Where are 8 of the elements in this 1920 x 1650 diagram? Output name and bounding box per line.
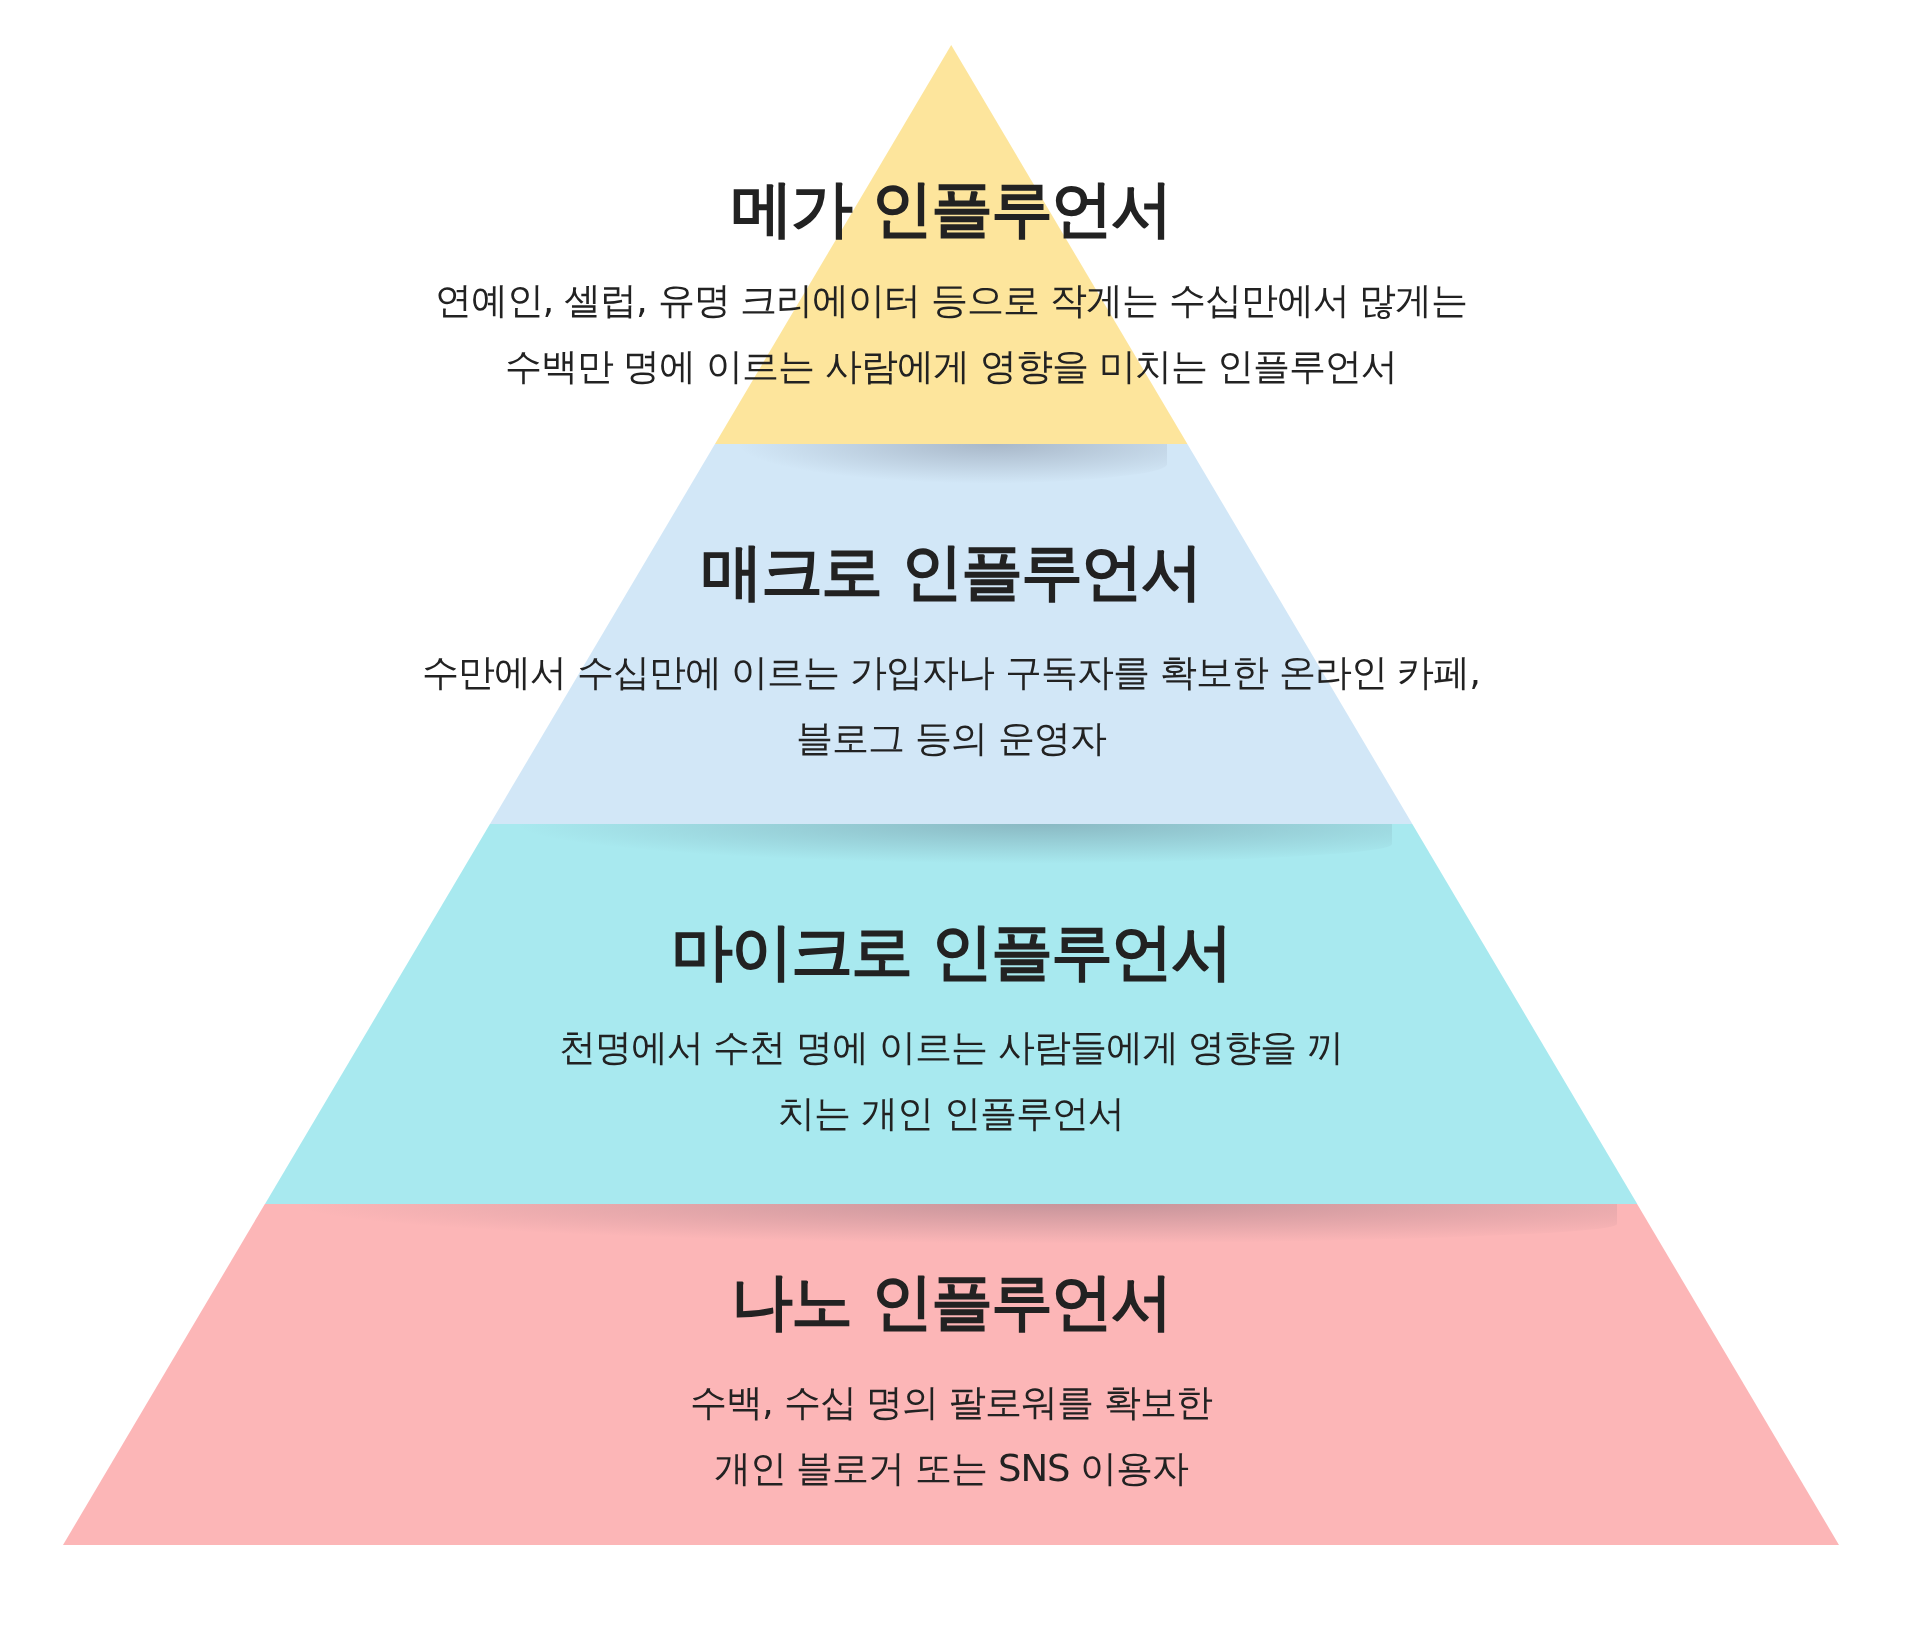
tier-title: 마이크로 인플루언서 bbox=[670, 915, 1232, 990]
tier-description: 천명에서 수천 명에 이르는 사람들에게 영향을 끼치는 개인 인플루언서 bbox=[557, 1025, 1345, 1137]
tier-description: 수백, 수십 명의 팔로워를 확보한 개인 블로거 또는 SNS 이용자 bbox=[689, 1380, 1213, 1492]
tier-title: 매크로 인플루언서 bbox=[700, 535, 1202, 610]
tier-description: 연예인, 셀럽, 유명 크리에이터 등으로 작게는 수십만에서 많게는 수백만 명에 이르는 사람에게 영향을 미치는 인플루언서 bbox=[433, 278, 1469, 390]
tier-title: 나노 인플루언서 bbox=[730, 1265, 1172, 1340]
tier-description: 수만에서 수십만에 이르는 가입자나 구독자를 확보한 온라인 카페, 블로그 등의 운영자 bbox=[420, 650, 1482, 762]
tier-title: 메가 인플루언서 bbox=[730, 172, 1172, 247]
